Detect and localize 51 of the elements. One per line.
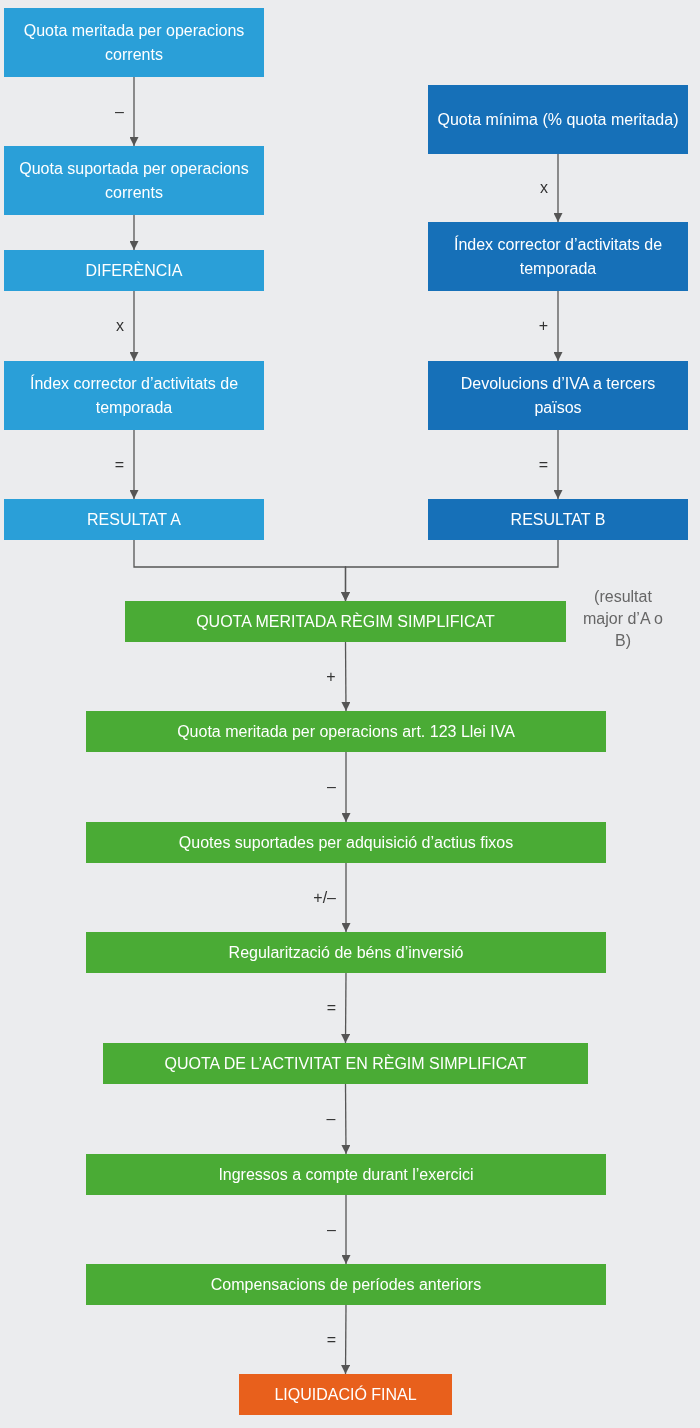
box-text: Quotes suportades per adquisició d’actius fixos — [178, 832, 514, 853]
box-text: Índex corrector d’activitats de temporada — [28, 373, 240, 418]
process-box — [239, 1374, 452, 1415]
process-box — [428, 85, 688, 154]
arrow — [341, 1304, 351, 1375]
side-note: (resultat major d’A o B) — [581, 586, 664, 652]
process-box — [4, 146, 264, 215]
box-text: Quota meritada per operacions art. 123 Llei IVA — [177, 721, 515, 742]
arrow — [129, 76, 139, 147]
arrow — [129, 290, 139, 362]
process-box — [4, 8, 264, 77]
arrow — [341, 1194, 351, 1265]
box-text: RESULTAT A — [87, 509, 181, 530]
box-text: Compensacions de períodes anteriors — [210, 1274, 482, 1295]
process-box — [428, 361, 688, 430]
arrow — [129, 214, 139, 251]
box-text: Regularització de béns d’inversió — [228, 942, 464, 963]
box-text: Quota suportada per operacions corrents — [18, 159, 250, 203]
process-box — [103, 1043, 588, 1084]
box-text: QUOTA DE L’ACTIVITAT EN RÈGIM SIMPLIFICAT — [164, 1053, 527, 1074]
edge-label: +/– — [311, 889, 338, 906]
box-text: Quota mínima (% quota meritada) — [437, 109, 679, 130]
process-box — [4, 361, 264, 430]
box-text: DIFERÈNCIA — [85, 260, 183, 281]
box-text: Quota meritada per operacions corrents — [22, 21, 246, 65]
arrow — [341, 539, 559, 602]
process-box — [86, 711, 606, 752]
arrow — [341, 641, 351, 712]
process-box — [428, 222, 688, 291]
box-text: QUOTA MERITADA RÈGIM SIMPLIFICAT — [196, 611, 495, 632]
arrow — [341, 972, 351, 1044]
process-box — [86, 1264, 606, 1305]
box-text: Ingressos a compte durant l’exercici — [218, 1164, 474, 1185]
arrow — [341, 1083, 351, 1155]
process-box — [4, 499, 264, 540]
arrow — [553, 429, 563, 500]
process-box — [86, 1154, 606, 1195]
process-box — [4, 250, 264, 291]
arrow — [553, 153, 563, 223]
process-box — [86, 932, 606, 973]
box-text: RESULTAT B — [510, 509, 606, 530]
arrow — [129, 429, 139, 500]
arrow — [553, 290, 563, 362]
box-text: Devolucions d’IVA a tercers països — [459, 374, 657, 418]
arrow — [341, 751, 351, 823]
process-box — [86, 822, 606, 863]
process-box — [428, 499, 688, 540]
arrow — [341, 862, 351, 933]
box-text: LIQUIDACIÓ FINAL — [274, 1384, 417, 1405]
box-text: Índex corrector d’activitats de temporada — [452, 234, 664, 279]
process-box — [125, 601, 566, 642]
